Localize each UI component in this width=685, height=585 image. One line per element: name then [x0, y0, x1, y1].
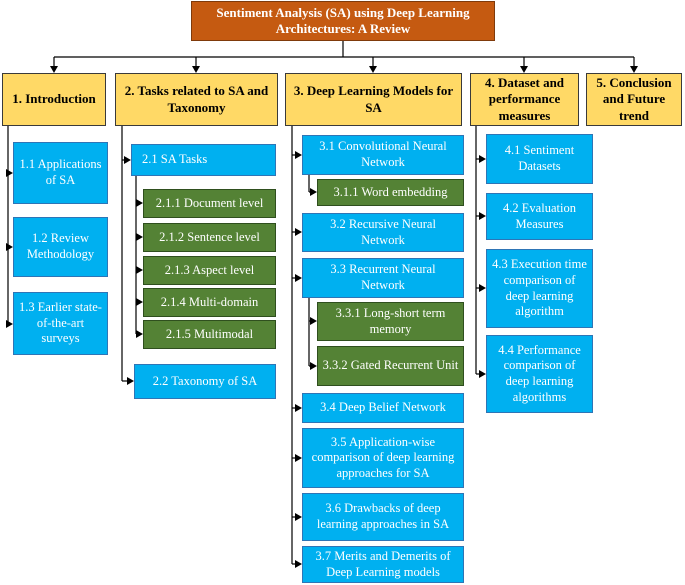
node-2-1-4: 2.1.4 Multi-domain	[143, 288, 276, 317]
node-2-2: 2.2 Taxonomy of SA	[134, 364, 276, 399]
arrowhead-down	[192, 66, 200, 73]
node-1-1: 1.1 Applications of SA	[13, 142, 108, 204]
arrowhead-right	[136, 233, 143, 241]
node-4-4: 4.4 Performance comparison of deep learn…	[486, 335, 593, 413]
arrowhead-right	[295, 454, 302, 462]
node-3-3-2: 3.3.2 Gated Recurrent Unit	[317, 346, 464, 386]
section-2-node: 2. Tasks related to SA and Taxonomy	[115, 73, 278, 126]
node-3-1-1: 3.1.1 Word embedding	[317, 179, 464, 206]
arrowhead-right	[6, 243, 13, 251]
arrowhead-right	[479, 155, 486, 163]
node-3-7: 3.7 Merits and Demerits of Deep Learning…	[302, 546, 464, 583]
node-3-6: 3.6 Drawbacks of deep learning approache…	[302, 493, 464, 541]
section-4-node: 4. Dataset and performance measures	[470, 73, 579, 126]
arrowhead-right	[136, 330, 143, 338]
arrowhead-down	[630, 66, 638, 73]
node-3-2: 3.2 Recursive Neural Network	[302, 213, 464, 252]
node-2-1: 2.1 SA Tasks	[131, 144, 276, 176]
arrowhead-right	[136, 266, 143, 274]
section-3-node: 3. Deep Learning Models for SA	[285, 73, 462, 126]
node-2-1-1: 2.1.1 Document level	[143, 189, 276, 218]
arrowhead-down	[520, 66, 528, 73]
node-2-1-2: 2.1.2 Sentence level	[143, 223, 276, 252]
arrowhead-right	[295, 404, 302, 412]
arrowhead-right	[295, 228, 302, 236]
section-5-node: 5. Conclusion and Future trend	[586, 73, 682, 126]
arrowhead-right	[295, 151, 302, 159]
node-3-3: 3.3 Recurrent Neural Network	[302, 258, 464, 298]
node-3-5: 3.5 Application-wise comparison of deep …	[302, 428, 464, 488]
node-2-1-3: 2.1.3 Aspect level	[143, 256, 276, 285]
node-4-2: 4.2 Evaluation Measures	[486, 193, 593, 240]
arrowhead-right	[127, 377, 134, 385]
arrowhead-right	[136, 199, 143, 207]
arrowhead-right	[310, 188, 317, 196]
node-3-3-1: 3.3.1 Long-short term memory	[317, 302, 464, 341]
node-2-1-5: 2.1.5 Multimodal	[143, 320, 276, 349]
arrowhead-right	[6, 320, 13, 328]
node-3-4: 3.4 Deep Belief Network	[302, 393, 464, 423]
arrowhead-right	[124, 156, 131, 164]
arrowhead-right	[295, 560, 302, 568]
arrowhead-right	[136, 298, 143, 306]
arrowhead-down	[369, 66, 377, 73]
node-4-1: 4.1 Sentiment Datasets	[486, 134, 593, 184]
node-1-2: 1.2 Review Methodology	[13, 217, 108, 277]
node-3-1: 3.1 Convolutional Neural Network	[302, 135, 464, 175]
section-1-node: 1. Introduction	[2, 73, 106, 126]
arrowhead-right	[479, 370, 486, 378]
arrowhead-right	[479, 212, 486, 220]
node-1-3: 1.3 Earlier state-of-the-art surveys	[13, 292, 108, 355]
arrowhead-right	[295, 513, 302, 521]
arrowhead-right	[295, 274, 302, 282]
arrowhead-right	[6, 169, 13, 177]
arrowhead-right	[479, 284, 486, 292]
node-4-3: 4.3 Execution time comparison of deep le…	[486, 249, 593, 328]
arrowhead-down	[50, 66, 58, 73]
arrowhead-right	[310, 317, 317, 325]
root-node: Sentiment Analysis (SA) using Deep Learn…	[191, 1, 495, 41]
arrowhead-right	[310, 362, 317, 370]
